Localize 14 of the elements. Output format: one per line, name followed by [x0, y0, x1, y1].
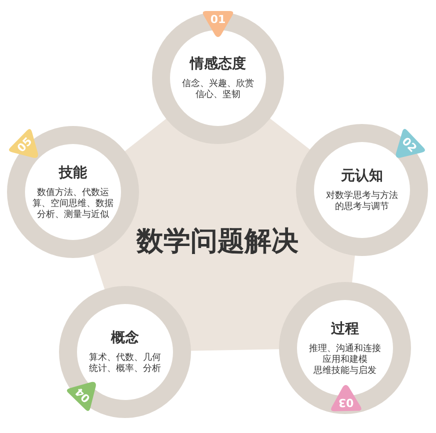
number-badge: 05 [4, 124, 52, 172]
number-badge: 02 [382, 124, 430, 172]
topic-heading: 元认知 [341, 167, 383, 185]
topic-heading: 过程 [331, 320, 359, 338]
number-badge: 01 [200, 9, 236, 39]
topic-heading: 情感态度 [190, 55, 246, 73]
topic-heading: 技能 [59, 164, 87, 182]
center-title: 数学问题解决 [135, 225, 300, 259]
topic-heading: 概念 [111, 329, 139, 347]
topic-description: 对数学思考与方法的思考与调节 [326, 191, 398, 213]
topic-description: 信念、兴趣、欣赏信心、坚韧 [182, 79, 254, 101]
topic-description: 推理、沟通和连接应用和建模思维技能与启发 [309, 344, 381, 376]
topic-description: 算术、代数、几何统计、概率、分析 [89, 353, 161, 375]
topic-description: 数值方法、代数运算、空间思维、数据分析、测量与近似 [32, 188, 114, 220]
